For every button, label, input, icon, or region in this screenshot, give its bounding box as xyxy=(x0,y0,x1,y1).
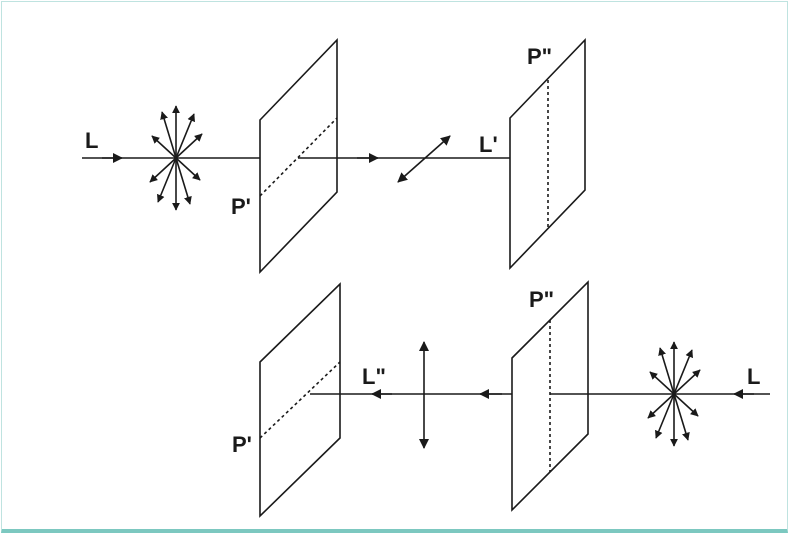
top-polarizer-1-plate xyxy=(259,38,338,274)
top-unpolarized-star xyxy=(149,105,203,211)
label-bottom-beam-in: L xyxy=(747,364,761,389)
label-bottom-beam-mid: L" xyxy=(362,364,386,389)
label-bottom-polarizer-2: P" xyxy=(529,287,555,312)
label-top-polarizer-1: P' xyxy=(231,194,251,219)
label-top-polarizer-2: P" xyxy=(527,44,553,69)
bottom-polarizer-1-plate xyxy=(259,282,341,518)
bottom-unpolarized-star xyxy=(647,341,701,447)
top-linear-polarization-arrow xyxy=(397,135,451,183)
label-bottom-polarizer-1: P' xyxy=(232,432,252,457)
top-polarizer-2-plate xyxy=(509,38,586,270)
polarization-diagram xyxy=(82,38,770,518)
label-top-beam-mid: L' xyxy=(479,132,498,157)
bottom-polarizer-2-plate xyxy=(511,280,589,512)
label-top-beam-in: L xyxy=(85,128,99,153)
